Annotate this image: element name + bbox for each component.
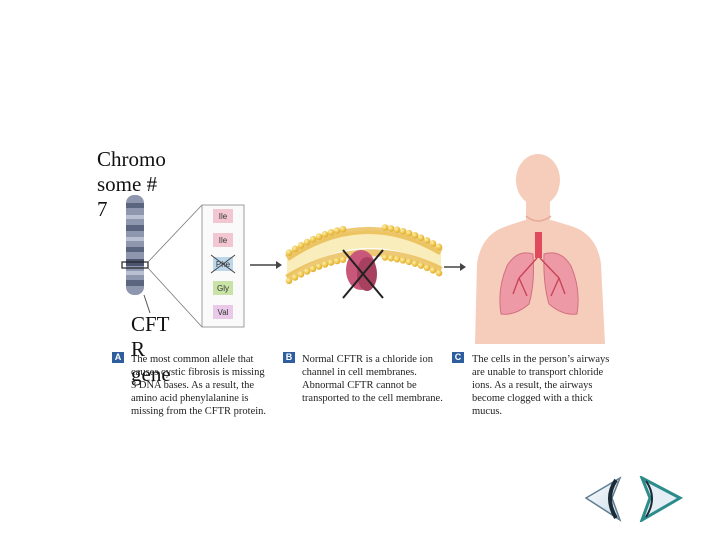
lipid-head (315, 233, 323, 240)
amino-acid-label: Ile (219, 212, 228, 221)
lipid-head (297, 242, 305, 249)
lipid-head (387, 254, 395, 262)
lipid-head (435, 243, 443, 251)
cftr-gene-label: CFT R gene (131, 312, 171, 386)
lipid-head (423, 237, 431, 244)
amino-acid-box (213, 281, 233, 295)
panel-a-caption: The most common allele that causes cysti… (131, 354, 267, 417)
lipid-head (303, 238, 311, 246)
lipid-head (321, 261, 329, 268)
x-mark-icon (342, 249, 384, 299)
lipid-head (291, 274, 299, 281)
lipid-head (405, 258, 413, 266)
lipid-head (339, 256, 347, 263)
lipid-head (327, 228, 335, 236)
amino-acid-label: Gly (217, 284, 229, 293)
lipid-head (285, 249, 293, 256)
lipid-head (381, 254, 389, 261)
lipid-head (411, 260, 419, 267)
lipid-head (411, 231, 419, 239)
panel-b-caption: Normal CFTR is a chloride ion channel in… (302, 354, 443, 404)
lipid-head (303, 268, 311, 275)
amino-acid-box (213, 209, 233, 223)
lipid-head (321, 231, 329, 238)
panel-b-badge: B (283, 352, 295, 363)
lipid-head (429, 266, 437, 274)
lipid-head (333, 227, 341, 234)
lipid-head (393, 226, 401, 234)
amino-acid-label: Val (218, 308, 229, 317)
lipid-head (405, 229, 413, 237)
previous-slide-button[interactable] (580, 476, 628, 522)
chromosome-illustration: IleIlePheGlyVal (121, 195, 245, 328)
deletion-mark (210, 254, 236, 274)
lipid-head (381, 224, 389, 231)
chromosome-7-icon (121, 195, 149, 295)
lipid-head (315, 263, 323, 270)
arrow-right-icon (444, 263, 466, 271)
lipid-head (399, 227, 407, 235)
panel-c-caption: The cells in the person’s airways are un… (472, 354, 610, 417)
next-slide-button[interactable] (636, 476, 688, 522)
lipid-head (423, 264, 431, 272)
lipid-head (333, 257, 341, 265)
chevron-right-icon (639, 476, 684, 522)
lipid-head (393, 255, 401, 263)
torso-lungs-illustration (475, 154, 605, 344)
lipid-head (327, 259, 335, 266)
lipid-head (309, 235, 317, 243)
lipid-head (429, 240, 437, 247)
panel-c-badge: C (452, 352, 464, 363)
lipid-head (285, 277, 293, 285)
lipid-head (291, 245, 299, 253)
chevron-left-icon (584, 476, 622, 522)
amino-acid-box (213, 233, 233, 247)
amino-acid-label: Ile (219, 236, 228, 245)
amino-acid-sequence: IleIlePheGlyVal (210, 209, 236, 319)
amino-acid-box (213, 305, 233, 319)
lipid-head (387, 225, 395, 232)
lipid-head (309, 265, 317, 273)
lipid-head (339, 225, 347, 233)
lipid-head (399, 257, 407, 264)
lipid-head (297, 271, 305, 278)
arrow-right-icon (250, 261, 282, 269)
lungs-icon (499, 232, 579, 315)
chromosome-label: Chromo some # 7 (97, 147, 166, 221)
cell-membrane-illustration (285, 224, 443, 299)
lipid-head (417, 234, 425, 242)
panel-a-badge: A (112, 352, 124, 363)
lipid-head (417, 262, 425, 269)
lipid-head (435, 269, 443, 277)
